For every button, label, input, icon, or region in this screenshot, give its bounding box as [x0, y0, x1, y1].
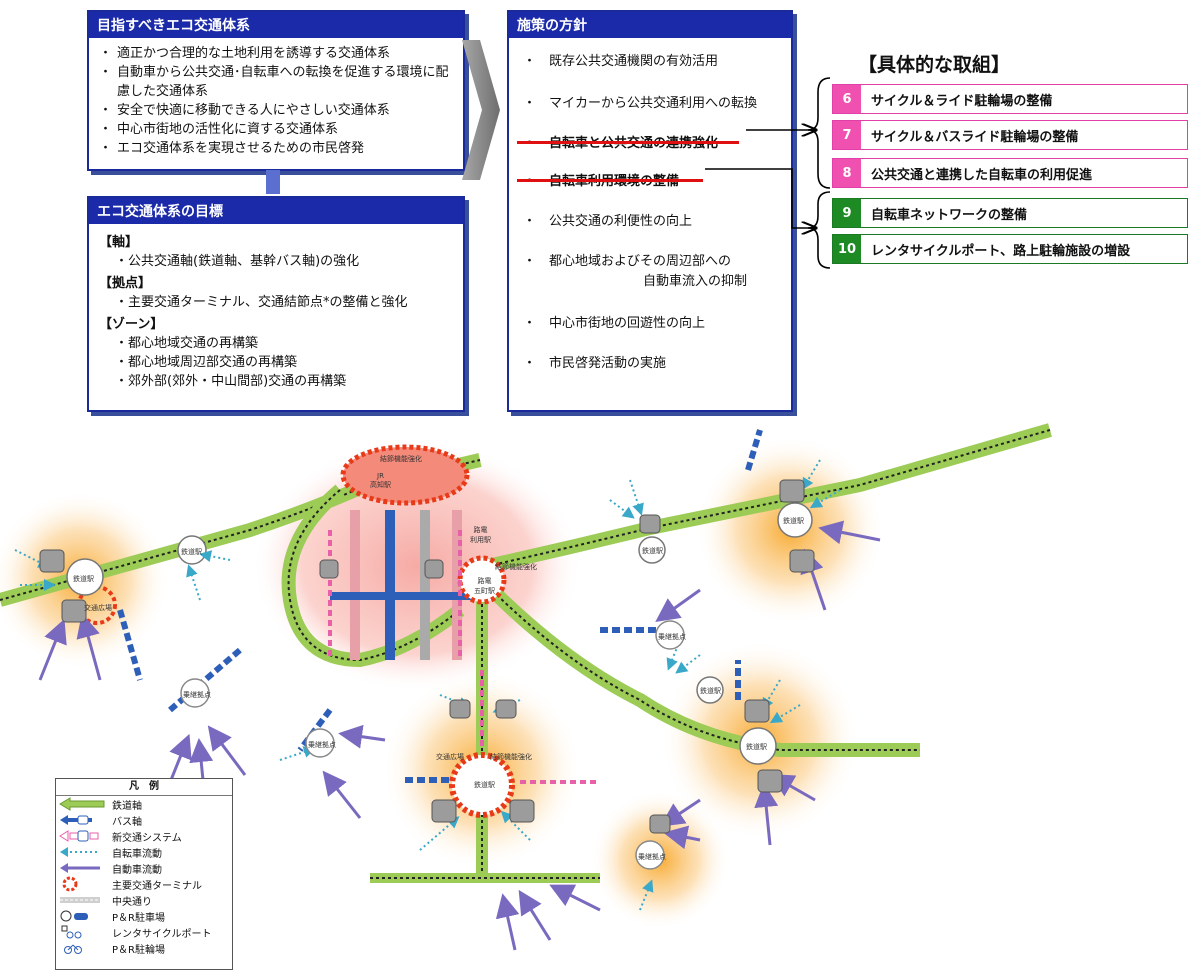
- legend-row: P＆R駐輪場: [56, 940, 232, 956]
- terminal-ring-icon: [62, 876, 78, 892]
- policy-box: 施策の方針 ・ 既存公共交通機関の有効活用 ・ マイカーから公共交通利用への転換…: [507, 10, 793, 412]
- target-item: ・公共交通軸(鉄道軸、基幹バス軸)の強化: [115, 254, 360, 269]
- goal-item: ・中心市街地の活性化に資する交通体系: [99, 122, 339, 137]
- measure-number: 9: [833, 199, 861, 227]
- park-and-ride-car-icon: [60, 910, 88, 922]
- bicycle-flows: [14, 459, 841, 911]
- target-box: エコ交通体系の目標 【軸】 ・公共交通軸(鉄道軸、基幹バス軸)の強化 【拠点】 …: [87, 196, 465, 412]
- eco-transport-map: [0, 423, 1052, 951]
- target-item: ・郊外部(郊外・中山間部)交通の再構築: [115, 374, 347, 389]
- legend-row: レンタサイクルポート: [56, 924, 232, 940]
- central-street-icon: [60, 897, 100, 903]
- policy-box-title: 施策の方針: [509, 12, 791, 38]
- measure-number: 8: [833, 159, 861, 187]
- map-station-label: 鉄道駅: [73, 575, 94, 583]
- policy-item: ・ マイカーから公共交通利用への転換: [523, 96, 758, 111]
- map-station-label: 鉄道駅: [181, 548, 202, 556]
- policy-item: ・ 公共交通の利便性の向上: [523, 214, 693, 229]
- legend-row: バス軸: [56, 812, 232, 828]
- bicycle-flow-arrow-icon: [60, 847, 100, 857]
- measure-number: 6: [833, 85, 861, 113]
- new-transit-lines: [328, 530, 600, 784]
- legend-row: 新交通システム: [56, 828, 232, 844]
- target-item: ・都心地域交通の再構築: [115, 336, 259, 351]
- map-bus-hub-label: 乗継拠点: [658, 633, 686, 641]
- new-transit-arrow-icon: [59, 830, 99, 842]
- policy-measure-connectors: [705, 77, 831, 269]
- pr-facility-nodes: [39, 479, 815, 834]
- goal-box: 目指すべきエコ交通体系 ・適正かつ合理的な土地利用を誘導する交通体系 ・自動車か…: [87, 10, 465, 171]
- goal-target-connector: [266, 170, 280, 194]
- policy-item-continuation: 自動車流入の抑制: [643, 274, 748, 289]
- map-legend: 凡 例 鉄道軸 バス軸 新交通システム 自転車流動 自動車流動 主要交通ターミナ…: [55, 778, 233, 970]
- policy-item: ・ 既存公共交通機関の有効活用: [523, 54, 719, 69]
- map-station-label: 鉄道駅: [783, 517, 804, 525]
- target-group-axis: 【軸】: [99, 235, 139, 250]
- map-bus-hub-label: 乗継拠点: [638, 853, 666, 861]
- policy-underline: [517, 179, 703, 182]
- flow-chevron-icon: [462, 40, 500, 180]
- legend-row: 自動車流動: [56, 860, 232, 876]
- target-item: ・主要交通ターミナル、交通結節点*の整備と強化: [115, 295, 408, 310]
- goal-item: ・適正かつ合理的な土地利用を誘導する交通体系: [99, 46, 391, 61]
- bus-axis-arrow-icon: [60, 815, 92, 825]
- park-and-ride-bike-icon: [64, 944, 82, 954]
- map-jr-station-label: JR 高知駅: [370, 472, 391, 489]
- map-tram-stop-label: 路電 利用駅: [470, 526, 491, 544]
- goal-item: ・エコ交通体系を実現させるための市民啓発: [99, 141, 365, 156]
- legend-row: 中央通り: [56, 892, 232, 908]
- target-box-title: エコ交通体系の目標: [89, 198, 463, 224]
- map-station-label: 鉄道駅: [642, 547, 663, 555]
- map-bus-hub-label: 乗継拠点: [183, 691, 211, 699]
- legend-row: P＆R駐車場: [56, 908, 232, 924]
- policy-underline: [517, 141, 739, 144]
- policy-item: ・ 都心地域およびその周辺部への: [523, 254, 732, 269]
- measure-number: 10: [833, 235, 861, 263]
- car-flow-arrow-icon: [60, 863, 100, 873]
- policy-item: ・ 中心市街地の回遊性の向上: [523, 316, 706, 331]
- map-station-label: 鉄道駅: [700, 687, 721, 695]
- map-nodal-label: 結節機能強化: [490, 753, 532, 761]
- legend-row: 主要交通ターミナル: [56, 876, 232, 892]
- map-station-label: 鉄道駅: [746, 743, 767, 751]
- map-traffic-square-label: 交通広場: [436, 753, 464, 761]
- rail-axis-arrow-icon: [59, 797, 105, 811]
- legend-row: 自転車流動: [56, 844, 232, 860]
- map-bus-hub-label: 乗継拠点: [308, 741, 336, 749]
- legend-row: 鉄道軸: [56, 796, 232, 812]
- policy-item: ・ 市民啓発活動の実施: [523, 356, 667, 371]
- measures-title: 【具体的な取組】: [858, 54, 1011, 76]
- target-item: ・都心地域周辺部交通の再構築: [115, 355, 298, 370]
- map-nodal-label: 結節機能強化: [380, 455, 422, 463]
- goal-item: ・自動車から公共交通･自転車への転換を促進する環境に配慮した交通体系: [99, 65, 449, 99]
- rental-cycle-port-icon: [61, 925, 82, 939]
- map-tram-station-label: 路電 五町駅: [474, 577, 495, 595]
- map-traffic-square-label: 交通広場: [84, 604, 112, 612]
- map-station-label: 鉄道駅: [474, 781, 495, 789]
- goal-item: ・安全で快適に移動できる人にやさしい交通体系: [99, 103, 390, 118]
- target-group-zone: 【ゾーン】: [99, 317, 164, 332]
- goal-box-title: 目指すべきエコ交通体系: [89, 12, 463, 38]
- map-nodal-label: 結節機能強化: [495, 563, 537, 571]
- central-grid: [330, 510, 490, 660]
- terminal-rings: [77, 444, 515, 818]
- legend-title: 凡 例: [56, 779, 232, 796]
- bus-hub-nodes: [180, 620, 685, 870]
- target-group-hub: 【拠点】: [99, 276, 152, 291]
- stations: [66, 502, 813, 765]
- measure-number: 7: [833, 121, 861, 149]
